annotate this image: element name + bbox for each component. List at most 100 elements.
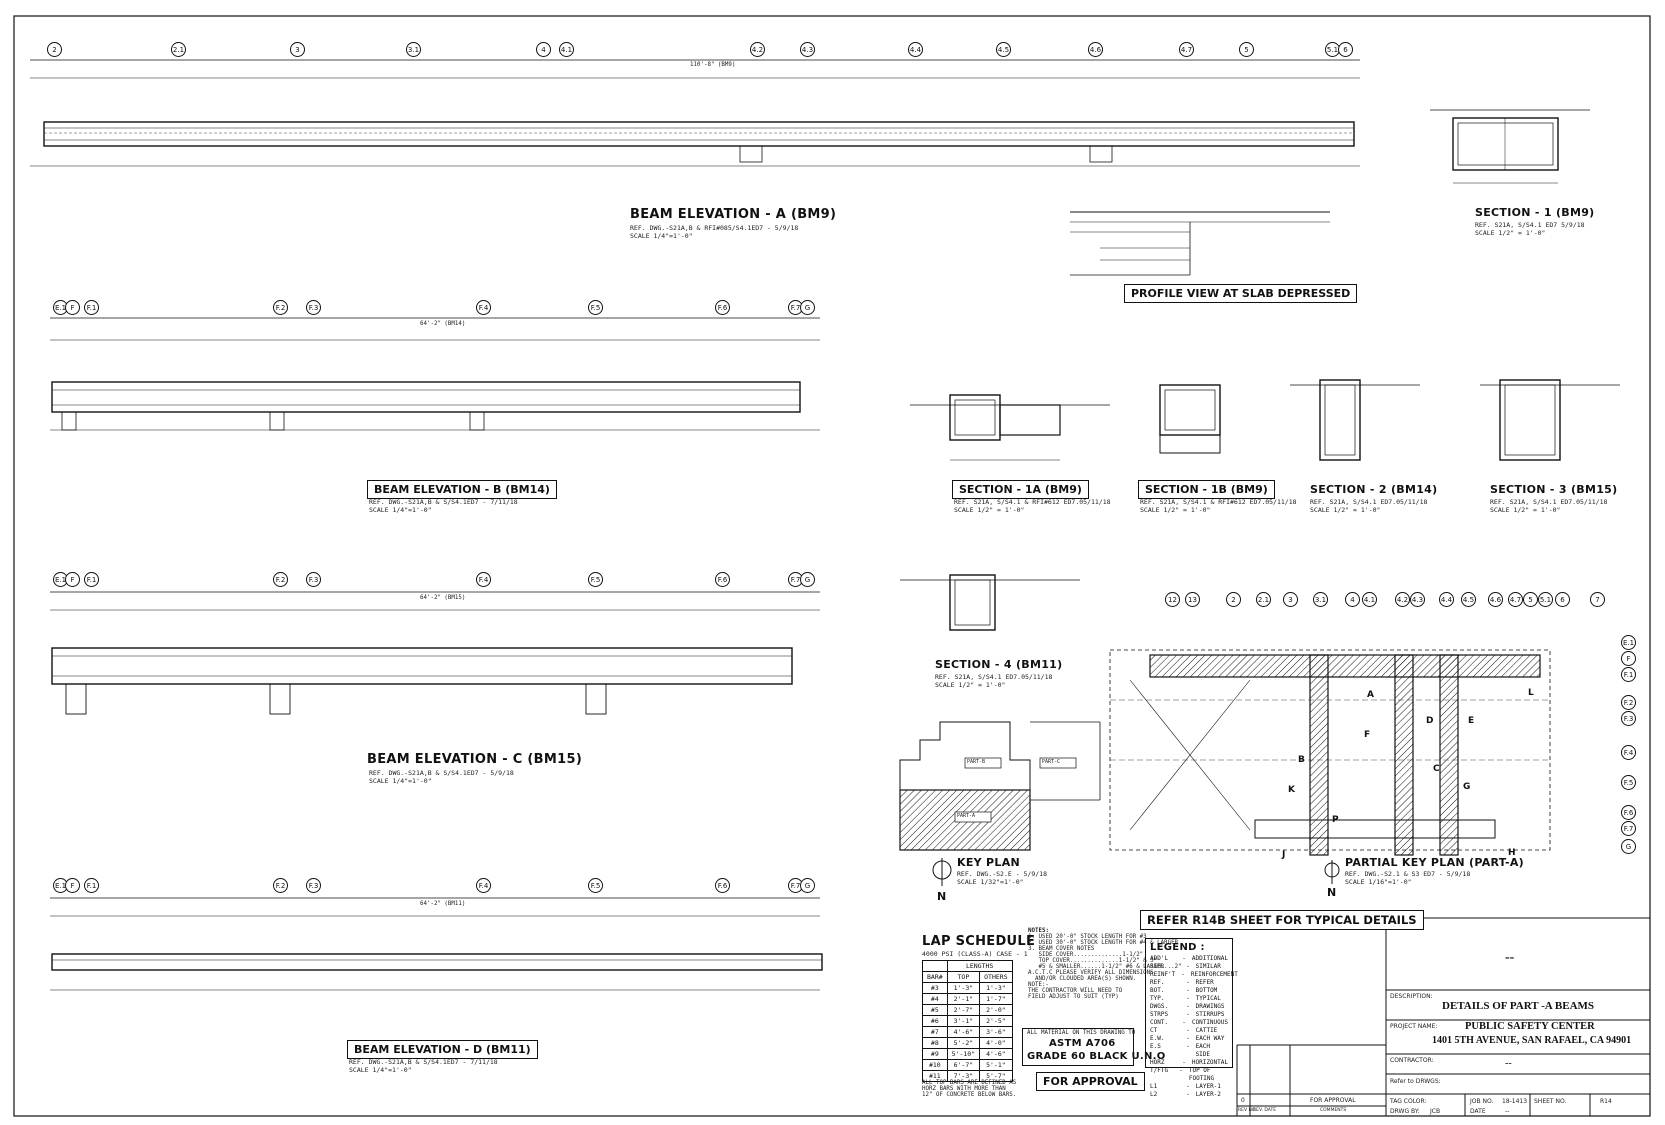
date-label: DATE bbox=[1470, 1108, 1486, 1115]
project-label: PROJECT NAME: bbox=[1390, 1023, 1438, 1030]
note-line: NOTE:- bbox=[1028, 982, 1049, 988]
lap-cell: #9 bbox=[922, 1048, 948, 1060]
drawn-by-value: JCB bbox=[1430, 1108, 1441, 1115]
legend-title: LEGEND : bbox=[1150, 942, 1205, 953]
grid-bubble-G: G bbox=[1621, 839, 1636, 854]
legend-meaning: STIRRUPS bbox=[1195, 1011, 1225, 1018]
legend-item: BOT.-BOTTOM bbox=[1150, 987, 1228, 995]
beam-a-scale: SCALE 1/4"=1'-0" bbox=[630, 232, 693, 240]
section-4-drawing bbox=[900, 574, 1080, 631]
contractor-label: CONTRACTOR: bbox=[1390, 1057, 1434, 1064]
legend-item: REINF'T-REINFORCEMENT bbox=[1150, 971, 1238, 979]
grid-bubble-F-1: F.1 bbox=[84, 572, 99, 587]
partial-key-plan-drawing bbox=[1109, 649, 1551, 884]
legend-abbrev: ADD'L bbox=[1150, 955, 1169, 962]
section-marker-l: L bbox=[1528, 688, 1535, 698]
section-4-scale: SCALE 1/2" = 1'-0" bbox=[935, 681, 1006, 689]
grid-bubble-F-6: F.6 bbox=[715, 300, 730, 315]
section-2-ref: REF. S21A, S/S4.1 ED7.05/11/18 bbox=[1310, 498, 1428, 506]
grid-bubble-6: 6 bbox=[1338, 42, 1353, 57]
legend-item: L2-LAYER-2 bbox=[1150, 1091, 1228, 1099]
note-line: THE CONTRACTOR WILL NEED TO bbox=[1028, 988, 1123, 994]
profile-view-drawing bbox=[1070, 211, 1330, 276]
grid-bubble-4-3: 4.3 bbox=[800, 42, 815, 57]
partial-key-plan-title: PARTIAL KEY PLAN (PART-A) bbox=[1345, 856, 1525, 869]
note-line: TOP COVER..............1-1/2" & 3" bbox=[1028, 958, 1158, 964]
grid-bubble-F-7: F.7 bbox=[1621, 821, 1636, 836]
grid-bubble-E-1: E.1 bbox=[53, 300, 68, 315]
section-marker-a: A bbox=[1367, 690, 1375, 700]
lap-cell: 7'-3" bbox=[946, 1070, 981, 1082]
grid-bubble-3: 3 bbox=[290, 42, 305, 57]
legend-item: CT-CATTIE bbox=[1150, 1027, 1228, 1035]
lap-footnote-line: ALL TOP BARS ARE DEFINED AS bbox=[922, 1080, 1017, 1086]
legend-dash: - bbox=[1186, 1011, 1190, 1018]
legend-dash: - bbox=[1186, 1083, 1190, 1090]
grid-bubble-F-2: F.2 bbox=[273, 572, 288, 587]
section-1a-title: SECTION - 1A (BM9) bbox=[952, 480, 1089, 499]
grid-bubble-4-3: 4.3 bbox=[1410, 592, 1425, 607]
lap-cell: #6 bbox=[922, 1015, 948, 1027]
section-marker-k: K bbox=[1288, 785, 1296, 795]
lap-cell: 1'-3" bbox=[946, 982, 981, 994]
grid-bubble-2-1: 2.1 bbox=[1256, 592, 1271, 607]
grid-bubble-F-6: F.6 bbox=[1621, 805, 1636, 820]
legend-dash: - bbox=[1186, 1091, 1190, 1098]
lap-cell: 4'-6" bbox=[946, 1026, 981, 1038]
grid-bubble-F-2: F.2 bbox=[273, 878, 288, 893]
legend-abbrev: HORZ bbox=[1150, 1059, 1165, 1066]
lap-cell: 2'-7" bbox=[946, 1004, 981, 1016]
material-line-3: GRADE 60 BLACK U.N.O bbox=[1027, 1051, 1166, 1062]
beam-c-ref: REF. DWG.-S21A,B & S/S4.1ED7 - 5/9/18 bbox=[369, 769, 514, 777]
grid-bubble-5: 5 bbox=[1523, 592, 1538, 607]
section-2-title: SECTION - 2 (BM14) bbox=[1310, 483, 1438, 496]
legend-meaning: CATTIE bbox=[1195, 1027, 1218, 1034]
lap-cell: #8 bbox=[922, 1037, 948, 1049]
beam-elevation-d-drawing bbox=[50, 897, 823, 991]
legend-item: HORZ-HORIZONTAL bbox=[1150, 1059, 1228, 1067]
title-block-frame bbox=[1236, 917, 1651, 1117]
grid-bubble-F-6: F.6 bbox=[715, 878, 730, 893]
section-3-ref: REF. S21A, S/S4.1 ED7.05/11/18 bbox=[1490, 498, 1608, 506]
key-plan-ref: REF. DWG.-S2.E - 5/9/18 bbox=[957, 870, 1048, 878]
section-1b-scale: SCALE 1/2" = 1'-0" bbox=[1140, 506, 1211, 514]
project-address: 1401 5TH AVENUE, SAN RAFAEL, CA 94901 bbox=[1432, 1035, 1632, 1046]
grid-bubble-F: F bbox=[65, 572, 80, 587]
partial-key-plan-scale: SCALE 1/16"=1'-0" bbox=[1345, 878, 1412, 886]
beam-elevation-c-drawing bbox=[50, 591, 820, 715]
beam-d-title: BEAM ELEVATION - D (BM11) bbox=[347, 1040, 538, 1059]
beam-c-length: 64'-2" (BM15) bbox=[420, 595, 466, 601]
legend-abbrev: TYP. bbox=[1150, 995, 1165, 1002]
grid-bubble-4-6: 4.6 bbox=[1488, 592, 1503, 607]
note-line: A.C.T.C PLEASE VERIFY ALL DIMENSIONS bbox=[1028, 970, 1154, 976]
legend-item: ADD'L-ADDITIONAL bbox=[1150, 955, 1228, 963]
lap-schedule-title: LAP SCHEDULE bbox=[922, 934, 1036, 949]
legend-item: E.W.-EACH WAY bbox=[1150, 1035, 1228, 1043]
legend-abbrev: REINF'T bbox=[1150, 971, 1176, 978]
grid-bubble-4-7: 4.7 bbox=[1508, 592, 1523, 607]
legend-item: SIM.-SIMILAR bbox=[1150, 963, 1228, 971]
grid-bubble-3-1: 3.1 bbox=[406, 42, 421, 57]
grid-bubble-2-1: 2.1 bbox=[171, 42, 186, 57]
beam-c-title: BEAM ELEVATION - C (BM15) bbox=[367, 752, 583, 767]
beam-elevation-a-drawing bbox=[30, 59, 1360, 167]
grid-bubble-4-2: 4.2 bbox=[1395, 592, 1410, 607]
rev-date-header: REV. DATE bbox=[1253, 1108, 1277, 1113]
grid-bubble-7: 7 bbox=[1590, 592, 1605, 607]
grid-bubble-6: 6 bbox=[1555, 592, 1570, 607]
date-value: -- bbox=[1505, 1108, 1510, 1115]
grid-bubble-F-1: F.1 bbox=[84, 300, 99, 315]
grid-bubble-G: G bbox=[800, 878, 815, 893]
grid-bubble-4-1: 4.1 bbox=[1362, 592, 1377, 607]
legend-dash: - bbox=[1186, 987, 1190, 994]
section-3-scale: SCALE 1/2" = 1'-0" bbox=[1490, 506, 1561, 514]
grid-bubble-13: 13 bbox=[1185, 592, 1200, 607]
beam-elevation-b-drawing bbox=[50, 317, 820, 431]
grid-bubble-4-5: 4.5 bbox=[996, 42, 1011, 57]
material-box: ALL MATERIAL ON THIS DRAWING TO ASTM A70… bbox=[1022, 1028, 1165, 1066]
legend-dash: - bbox=[1182, 1019, 1186, 1026]
